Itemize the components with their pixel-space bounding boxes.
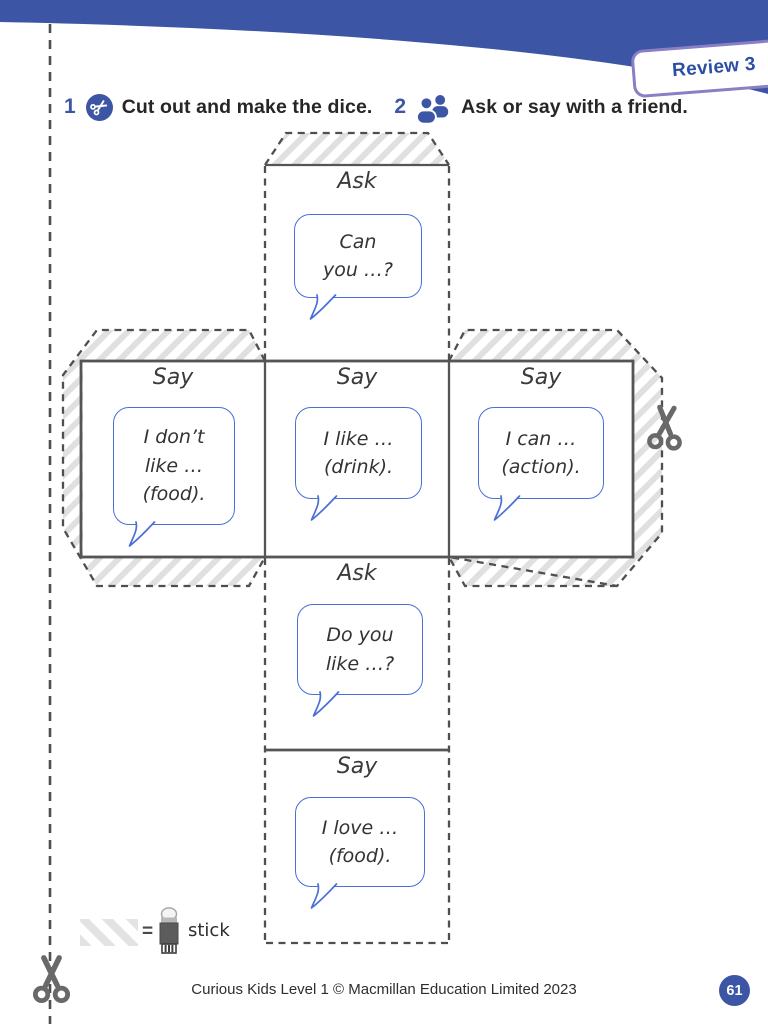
step2-number: 2 — [394, 95, 407, 118]
face-prompt: Say — [152, 365, 194, 390]
header-band — [0, 0, 768, 94]
bubble-line: like … — [144, 454, 204, 477]
bubble-line: you …? — [322, 259, 394, 281]
step1-label: Cut out and make the dice. — [121, 95, 373, 118]
review-tab-label: Review 3 — [671, 53, 757, 82]
bubble-line: I love … — [321, 816, 399, 839]
speech-bubble: Do you like …? — [297, 604, 423, 717]
glue-hatch-swatch — [80, 919, 138, 946]
speech-bubble: Can you …? — [294, 214, 422, 320]
step2-label: Ask or say with a friend. — [461, 95, 688, 118]
scissors-icon — [32, 955, 71, 1003]
legend-equals: = — [142, 921, 154, 942]
bubble-line: (drink). — [323, 456, 394, 478]
face-prompt: Ask — [337, 169, 377, 194]
face-prompt: Say — [336, 365, 378, 390]
bubble-line: (food). — [328, 845, 392, 867]
bubble-line: I can … — [505, 427, 577, 450]
bubble-line: I like … — [323, 427, 394, 450]
face-prompt: Ask — [337, 561, 377, 586]
die-face-say-can-action: Say I can … (action). — [449, 361, 633, 557]
die-face-say-love: Say I love … (food). — [265, 750, 449, 943]
step1-number: 1 — [64, 95, 76, 118]
bubble-line: Do you — [326, 624, 394, 646]
instructions-row: 1 Cut out and make the dice. 2 Ask or sa… — [64, 90, 688, 124]
die-face-say-like-drink: Say I like … (drink). — [265, 361, 449, 557]
bubble-tail — [309, 294, 337, 320]
scissors-badge-icon — [85, 93, 113, 121]
bubble-tail — [312, 691, 340, 717]
die-face-say-dont-like: Say I don’t like … (food). — [81, 361, 265, 557]
speech-bubble: I love … (food). — [295, 797, 425, 909]
bubble-tail — [310, 883, 338, 909]
bubble-line: (action). — [501, 456, 581, 478]
speech-bubble: I can … (action). — [478, 407, 604, 521]
speech-bubble: I don’t like … (food). — [113, 407, 235, 547]
page-number-badge: 61 — [719, 975, 750, 1006]
legend-stick-label: stick — [188, 920, 230, 941]
face-prompt: Say — [520, 365, 562, 390]
bubble-tail — [128, 521, 156, 547]
scissors-icon — [645, 404, 685, 451]
bubble-line: like …? — [325, 652, 395, 675]
die-face-ask-do-you-like: Ask Do you like …? — [265, 557, 449, 750]
bubble-line: Can — [339, 230, 377, 253]
bubble-line: (food). — [142, 483, 206, 506]
die-face-ask-can-you: Ask Can you …? — [265, 165, 449, 361]
speech-bubble: I like … (drink). — [295, 407, 422, 521]
copyright-text: Curious Kids Level 1 © Macmillan Educati… — [191, 981, 577, 998]
face-prompt: Say — [336, 754, 378, 779]
bubble-tail — [493, 495, 521, 521]
two-people-icon — [416, 93, 452, 124]
bubble-line: I don’t — [143, 426, 205, 449]
bubble-tail — [310, 495, 338, 521]
glue-stick-icon — [156, 906, 182, 956]
